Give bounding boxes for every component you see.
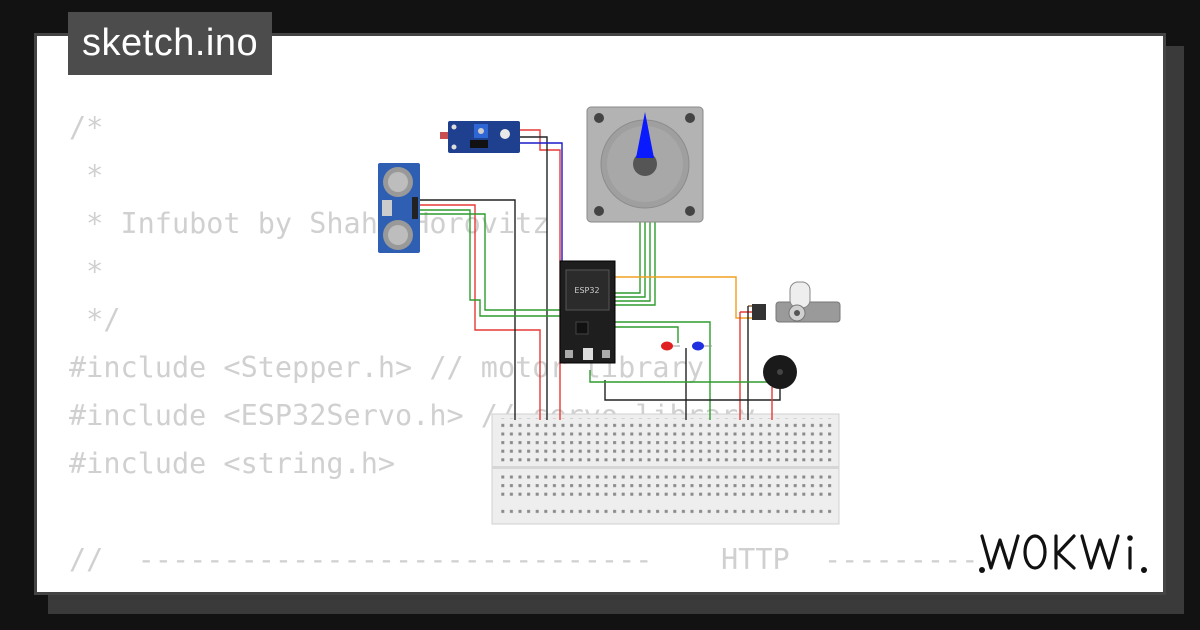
code-line: * <box>69 255 104 288</box>
code-line: #include <Stepper.h> // motor library <box>69 351 704 384</box>
servo-motor <box>752 281 841 323</box>
code-line: */ <box>69 303 121 336</box>
esp32-board: ESP32 <box>559 260 616 364</box>
code-line: #include <string.h> <box>69 447 396 480</box>
code-line: * <box>69 159 104 192</box>
ultrasonic-sensor <box>378 163 420 253</box>
buzzer <box>763 355 797 389</box>
esp32-label: ESP32 <box>574 286 599 295</box>
code-line: // ------------------------------ HTTP -… <box>69 543 979 576</box>
blue-led <box>692 341 712 351</box>
breadboard <box>491 413 840 525</box>
light-sensor-module <box>440 121 520 153</box>
stepper-motor <box>586 106 704 223</box>
code-line: /* <box>69 111 104 144</box>
sketch-file-tab: sketch.ino <box>68 12 273 75</box>
red-led <box>661 341 680 351</box>
code-line: #include <WiFi.h> <box>69 584 978 592</box>
wokwi-logo <box>979 534 1147 573</box>
